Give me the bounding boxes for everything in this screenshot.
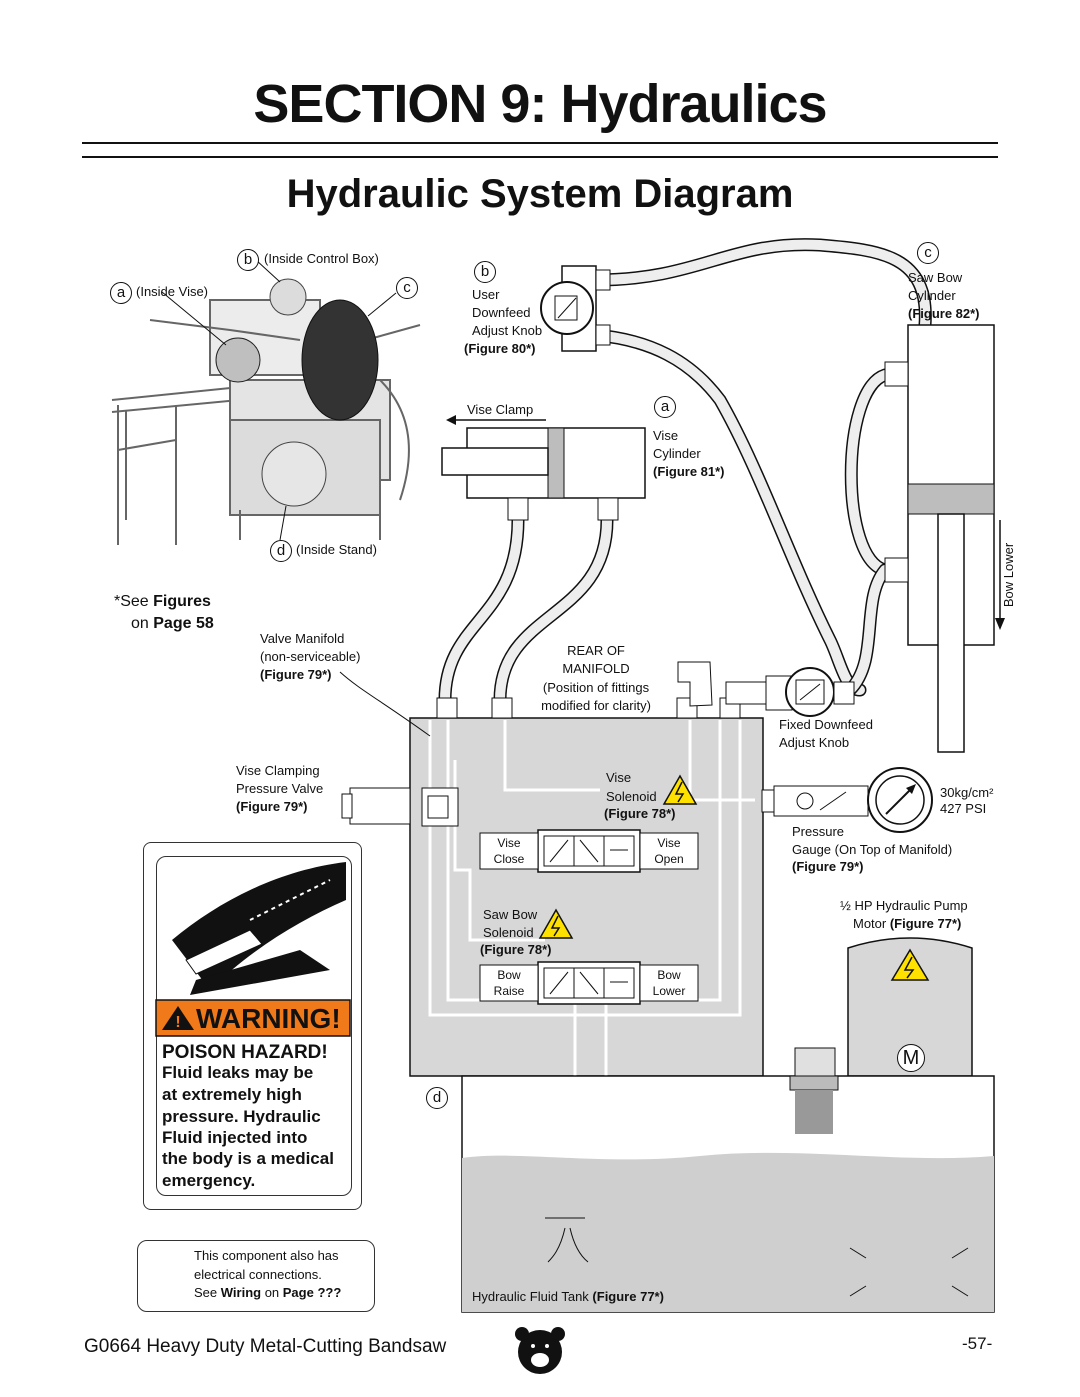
title-rule-top	[82, 142, 998, 144]
warning-word: WARNING!	[196, 1003, 341, 1034]
note-line-2: electrical connections.	[194, 1267, 322, 1282]
bow-raise-2: Raise	[493, 984, 525, 998]
see-figures-page: on Page 58	[131, 615, 214, 632]
saw-bow-solenoid-line1: Saw Bow	[483, 907, 538, 922]
vise-close-2: Close	[493, 852, 525, 866]
valve-manifold-fig: (Figure 79*)	[260, 667, 332, 682]
saw-bow-solenoid-fig: (Figure 78*)	[480, 942, 552, 957]
lightning-warning-icon	[662, 774, 698, 805]
lightning-warning-icon	[890, 948, 930, 981]
label-b-circle: b	[237, 249, 259, 271]
note-line-1: This component also has	[194, 1248, 339, 1263]
label-a-text: (Inside Vise)	[136, 284, 209, 299]
gauge-fig: (Figure 79*)	[792, 859, 864, 874]
hydraulic-tank	[461, 1047, 995, 1313]
rear-of-manifold-3: (Position of fittings	[542, 680, 650, 695]
pump-motor-line2: Motor (Figure 77*)	[853, 916, 962, 931]
warning-line-4: Fluid injected into	[162, 1128, 308, 1147]
fixed-downfeed-line1: Fixed Downfeed	[779, 717, 873, 732]
bow-lower-1: Bow	[657, 968, 681, 982]
leader-lines	[339, 671, 431, 737]
vise-cylinder-circle: a	[654, 396, 676, 418]
valve-manifold-label: Valve Manifold	[260, 631, 345, 646]
label-d-circle: d	[270, 540, 292, 562]
saw-bow-line2: Cylinder	[908, 288, 956, 303]
warning-line-3: pressure. Hydraulic	[162, 1107, 321, 1126]
warning-line-5: the body is a medical	[162, 1149, 334, 1168]
bow-cylinder-inset	[301, 299, 379, 421]
user-downfeed-line1: User	[472, 287, 500, 302]
label-b-text: (Inside Control Box)	[264, 251, 379, 266]
vise-open-1: Vise	[657, 836, 681, 850]
label-d-text: (Inside Stand)	[296, 542, 377, 557]
bow-lower-label: Bow Lower	[1001, 542, 1016, 608]
warning-line-2: at extremely high	[162, 1085, 302, 1104]
vise-solenoid-line1: Vise	[606, 770, 632, 785]
pump-motor-line1: ½ HP Hydraulic Pump	[840, 898, 968, 913]
footer-title: G0664 Heavy Duty Metal-Cutting Bandsaw	[84, 1336, 447, 1357]
vise-open-2: Open	[654, 852, 684, 866]
vise-solenoid-line2: Solenoid	[606, 789, 657, 804]
vise-cylinder-line2: Cylinder	[653, 446, 701, 461]
label-c-circle: c	[396, 277, 418, 299]
vise-close-1: Vise	[497, 836, 521, 850]
user-downfeed-circle: b	[474, 261, 496, 283]
valve-manifold-sub: (non-serviceable)	[260, 649, 361, 664]
see-figures: *See Figures	[114, 593, 211, 610]
vise-inset	[215, 337, 261, 383]
bow-raise-1: Bow	[497, 968, 521, 982]
label-a-circle: a	[110, 282, 132, 304]
vise-cylinder	[441, 415, 646, 521]
vise-clamping-label: Vise Clamping	[236, 763, 320, 778]
rear-of-manifold-2: MANIFOLD	[562, 661, 630, 676]
control-box-inset	[269, 278, 307, 316]
electrical-note	[137, 1240, 375, 1312]
vise-cylinder-line1: Vise	[653, 428, 679, 443]
page-number: -57-	[962, 1334, 993, 1353]
user-downfeed-line3: Adjust Knob	[472, 323, 543, 338]
user-downfeed-line2: Downfeed	[472, 305, 531, 320]
lightning-warning-icon	[538, 908, 574, 939]
saw-bow-solenoid-line2: Solenoid	[483, 925, 534, 940]
gauge-unit-2: 427 PSI	[940, 801, 987, 816]
title-rule-bottom	[82, 156, 998, 158]
vise-cylinder-fig: (Figure 81*)	[653, 464, 725, 479]
rear-of-manifold-1: REAR OF	[567, 643, 625, 658]
saw-bow-line1: Saw Bow	[908, 270, 963, 285]
pressure-gauge	[761, 767, 933, 833]
bear-logo-icon	[515, 1327, 565, 1374]
vise-solenoid-fig: (Figure 78*)	[604, 806, 676, 821]
vise-clamping-sub: Pressure Valve	[236, 781, 324, 796]
note-line-3: See Wiring on Page ???	[194, 1285, 342, 1300]
fixed-downfeed-knob	[725, 667, 855, 717]
vise-clamp-label: Vise Clamp	[467, 402, 534, 417]
gauge-line2: Gauge (On Top of Manifold)	[792, 842, 953, 857]
saw-bow-cylinder	[884, 324, 1005, 753]
bow-lower-2: Lower	[652, 984, 686, 998]
user-downfeed-fig: (Figure 80*)	[464, 341, 536, 356]
poison-hazard-title: POISON HAZARD!	[162, 1042, 328, 1063]
rear-of-manifold-4: modified for clarity)	[541, 698, 651, 713]
motor-symbol-icon: M	[897, 1044, 925, 1072]
warning-line-1: Fluid leaks may be	[162, 1063, 314, 1082]
diagram-title: Hydraulic System Diagram	[286, 172, 794, 216]
gauge-unit-1: 30kg/cm²	[940, 785, 994, 800]
warning-line-6: emergency.	[162, 1171, 256, 1190]
vise-clamping-fig: (Figure 79*)	[236, 799, 308, 814]
saw-bow-fig: (Figure 82*)	[908, 306, 980, 321]
user-downfeed-knob	[540, 265, 611, 352]
fixed-downfeed-line2: Adjust Knob	[779, 735, 850, 750]
saw-bow-circle: c	[917, 242, 939, 264]
section-title: SECTION 9: Hydraulics	[253, 74, 827, 134]
tank-label: Hydraulic Fluid Tank (Figure 77*)	[472, 1289, 664, 1304]
stand-inset	[261, 441, 327, 507]
valve-manifold	[341, 661, 764, 1077]
gauge-line1: Pressure	[792, 824, 845, 839]
tank-circle: d	[426, 1087, 448, 1109]
